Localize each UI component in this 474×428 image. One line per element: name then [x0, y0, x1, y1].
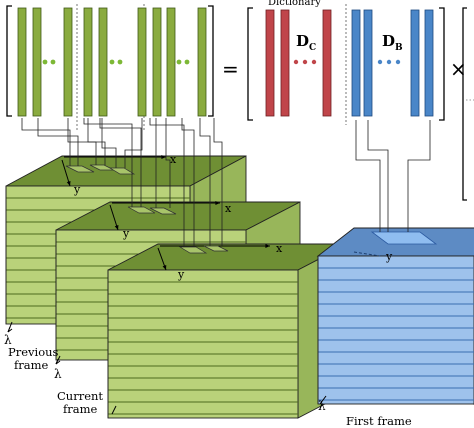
- blue-atom-3: [410, 9, 420, 117]
- green-dot-3: [109, 59, 115, 65]
- current-frame-label-line2: frame: [63, 402, 98, 416]
- db-blue-atoms: [351, 9, 434, 117]
- dict-dot-6: [395, 59, 401, 65]
- previous-frame-label-line1: Previous: [8, 345, 59, 359]
- patch-next-1: [178, 246, 208, 254]
- green-patch-markers: [65, 164, 438, 254]
- equals-sign: =: [222, 57, 239, 81]
- green-dot-1: [42, 59, 48, 65]
- patch-next-2: [203, 245, 229, 252]
- prev-y-arrow-head: [66, 181, 71, 186]
- first-y-label: y: [385, 250, 393, 263]
- prev-y-label: y: [73, 183, 81, 196]
- patch-to-column-connectors: [21, 118, 431, 247]
- next-cube-front-face: [107, 269, 299, 419]
- green-patch-matrix: [6, 4, 214, 130]
- dc-symbol: DC: [296, 32, 316, 53]
- next-y-label: y: [177, 268, 185, 281]
- patch-cur-1: [127, 206, 156, 214]
- dict-close-bracket: [439, 7, 445, 121]
- dict-dot-1: [293, 59, 299, 65]
- cur-x-label: x: [225, 202, 232, 215]
- next-x-label: x: [276, 242, 283, 255]
- dict-dot-3: [311, 59, 317, 65]
- dict-dot-4: [377, 59, 383, 65]
- left-matrix-open-bracket: [6, 5, 12, 117]
- patch-first: [370, 231, 438, 245]
- prev-x-label: x: [170, 153, 177, 166]
- green-column-4: [83, 7, 93, 117]
- lambda-axes: [7, 321, 327, 415]
- cube-axes-labels: x y x y x y y: [73, 153, 393, 281]
- green-dot-6: [184, 59, 190, 65]
- times-sign: ×: [450, 57, 467, 81]
- cur-x-arrow-head: [215, 201, 220, 205]
- green-column-7: [152, 7, 162, 117]
- patch-prev-3: [108, 167, 136, 175]
- dictionary-title: Dictionary: [268, 0, 321, 8]
- dict-ellipsis-dots: [293, 59, 401, 65]
- patch-cur-2: [149, 207, 177, 215]
- dict-dot-5: [386, 59, 392, 65]
- blue-atom-2: [363, 9, 373, 117]
- blue-atom-1: [351, 9, 361, 117]
- cur-lambda-label: λ: [54, 367, 62, 381]
- green-ellipsis-dots: [42, 59, 190, 65]
- cur-y-label: y: [122, 227, 130, 240]
- next-x-arrow-head: [265, 244, 270, 248]
- first-cube-front-face: [317, 255, 474, 405]
- dc-red-atoms: [265, 9, 332, 117]
- red-atom-2: [280, 9, 290, 117]
- previous-frame-label-line2: frame: [14, 358, 49, 372]
- db-symbol: DB: [382, 32, 403, 53]
- left-matrix-close-bracket: [208, 5, 214, 117]
- green-column-6: [137, 7, 147, 117]
- first-frame-cube: [316, 227, 474, 405]
- blue-atom-4: [424, 9, 434, 117]
- prev-lambda-label: λ: [4, 333, 12, 347]
- dictionary-matrix: Dictionary DC DB: [247, 0, 445, 125]
- prev-x-arrow-head: [161, 155, 166, 159]
- first-lambda-label: λ: [318, 399, 326, 413]
- patch-prev-1: [65, 165, 95, 173]
- green-dot-5: [176, 59, 182, 65]
- first-frame-label: First frame: [346, 414, 412, 428]
- next-y-arrow-head: [162, 265, 167, 270]
- green-column-8: [166, 7, 176, 117]
- green-column-3: [63, 7, 73, 117]
- red-atom-1: [265, 9, 275, 117]
- current-frame-label-line1: Current: [57, 389, 103, 403]
- first-y-dashed-axis: [353, 251, 381, 257]
- green-dot-2: [50, 59, 56, 65]
- cur-y-arrow-head: [114, 225, 119, 230]
- dict-dot-2: [302, 59, 308, 65]
- red-atom-3: [322, 9, 332, 117]
- green-dot-4: [117, 59, 123, 65]
- green-columns: [17, 7, 207, 117]
- dict-open-bracket: [247, 7, 253, 121]
- green-column-2: [32, 7, 42, 117]
- green-column-1: [17, 7, 27, 117]
- next-frame-cube: [107, 243, 349, 419]
- green-column-5: [98, 7, 108, 117]
- coefficient-bracket: [462, 7, 467, 201]
- green-column-9: [197, 7, 207, 117]
